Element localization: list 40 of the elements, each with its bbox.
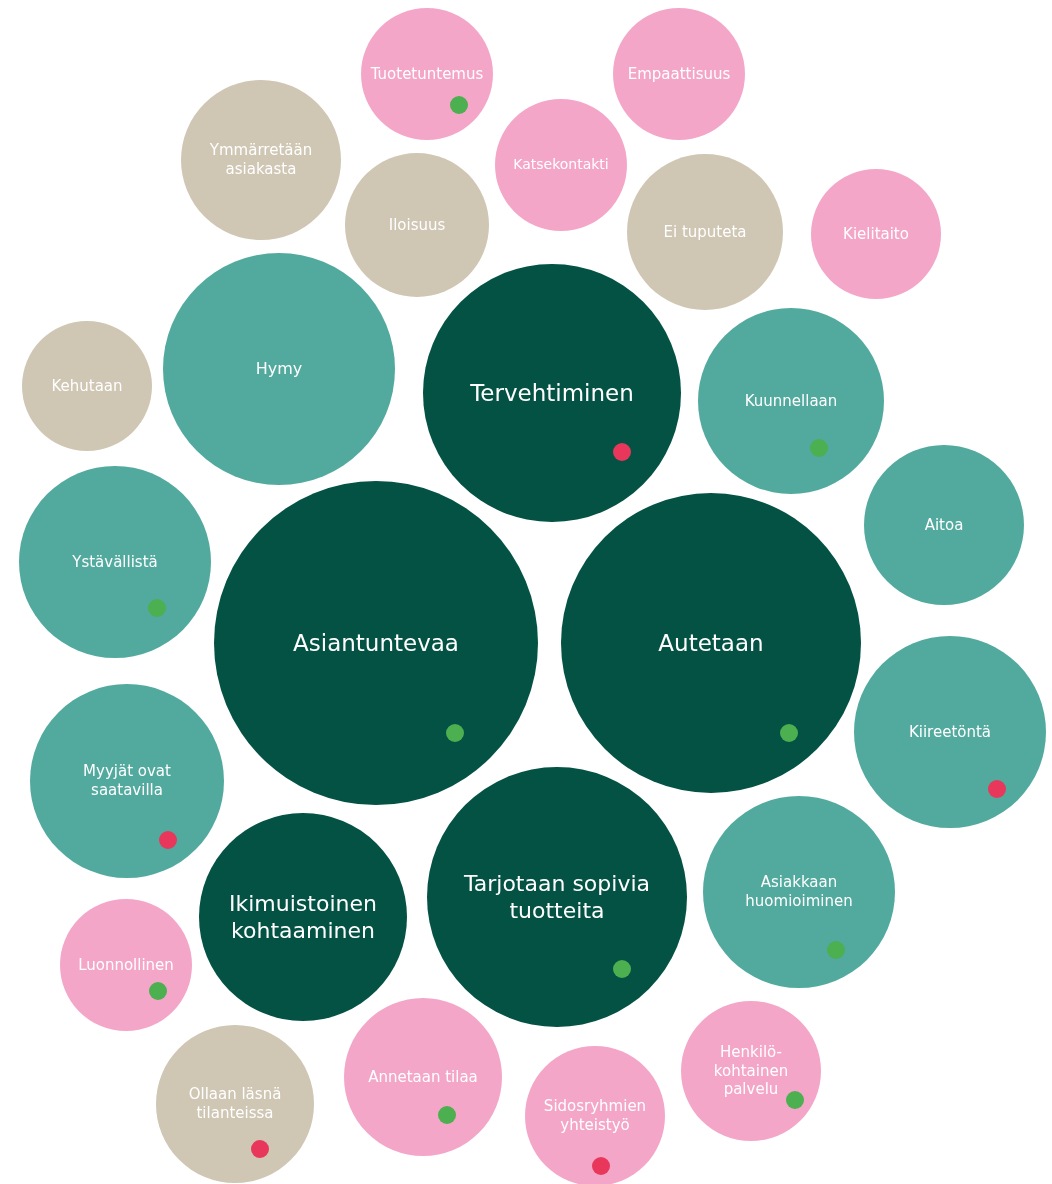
status-dot — [988, 780, 1006, 798]
bubble-label: Luonnollinen — [77, 955, 175, 975]
bubble-label: Ystävällistä — [71, 552, 159, 572]
status-dot — [827, 941, 845, 959]
status-dot — [446, 724, 464, 742]
status-dot — [592, 1157, 610, 1175]
bubble-label: Sidosryhmien yhteistyö — [542, 1097, 648, 1135]
bubble-label: Iloisuus — [387, 215, 447, 235]
status-dot — [438, 1106, 456, 1124]
bubble-label: Aitoa — [923, 515, 965, 535]
bubble-label: Tervehtiminen — [469, 378, 635, 408]
bubble-label: Empaattisuus — [626, 64, 732, 84]
status-dot — [251, 1140, 269, 1158]
bubble-label: Ymmärretään asiakasta — [208, 141, 314, 179]
bubble-label: Myyjät ovat saatavilla — [82, 762, 172, 800]
bubble-label: Kehutaan — [50, 376, 124, 396]
status-dot — [159, 831, 177, 849]
status-dot — [780, 724, 798, 742]
bubble-label: Annetaan tilaa — [368, 1067, 478, 1087]
status-dot — [450, 96, 468, 114]
bubble-label: Henkilö- kohtainen palvelu — [712, 1042, 790, 1100]
bubble-label: Ollaan läsnä tilanteissa — [187, 1085, 283, 1123]
status-dot — [148, 599, 166, 617]
bubble-label: Ei tuputeta — [662, 222, 748, 242]
status-dot — [786, 1091, 804, 1109]
bubble-label: Katsekontakti — [512, 156, 610, 174]
bubble-label: Autetaan — [657, 628, 765, 658]
bubble-label: Tuotetuntemus — [369, 64, 485, 84]
status-dot — [613, 960, 631, 978]
bubble-label: Asiantuntevaa — [292, 628, 460, 658]
bubble-label: Hymy — [254, 359, 304, 379]
bubble-label: Kiireetöntä — [907, 722, 993, 742]
bubble-label: Asiakkaan huomioiminen — [744, 873, 854, 911]
status-dot — [613, 443, 631, 461]
bubble-label: Ikimuistoinen kohtaaminen — [228, 889, 378, 945]
status-dot — [149, 982, 167, 1000]
status-dot — [810, 439, 828, 457]
bubble-label: Kielitaito — [842, 224, 910, 244]
bubble-label: Kuunnellaan — [743, 391, 839, 411]
bubble-label: Tarjotaan sopivia tuotteita — [462, 869, 651, 925]
